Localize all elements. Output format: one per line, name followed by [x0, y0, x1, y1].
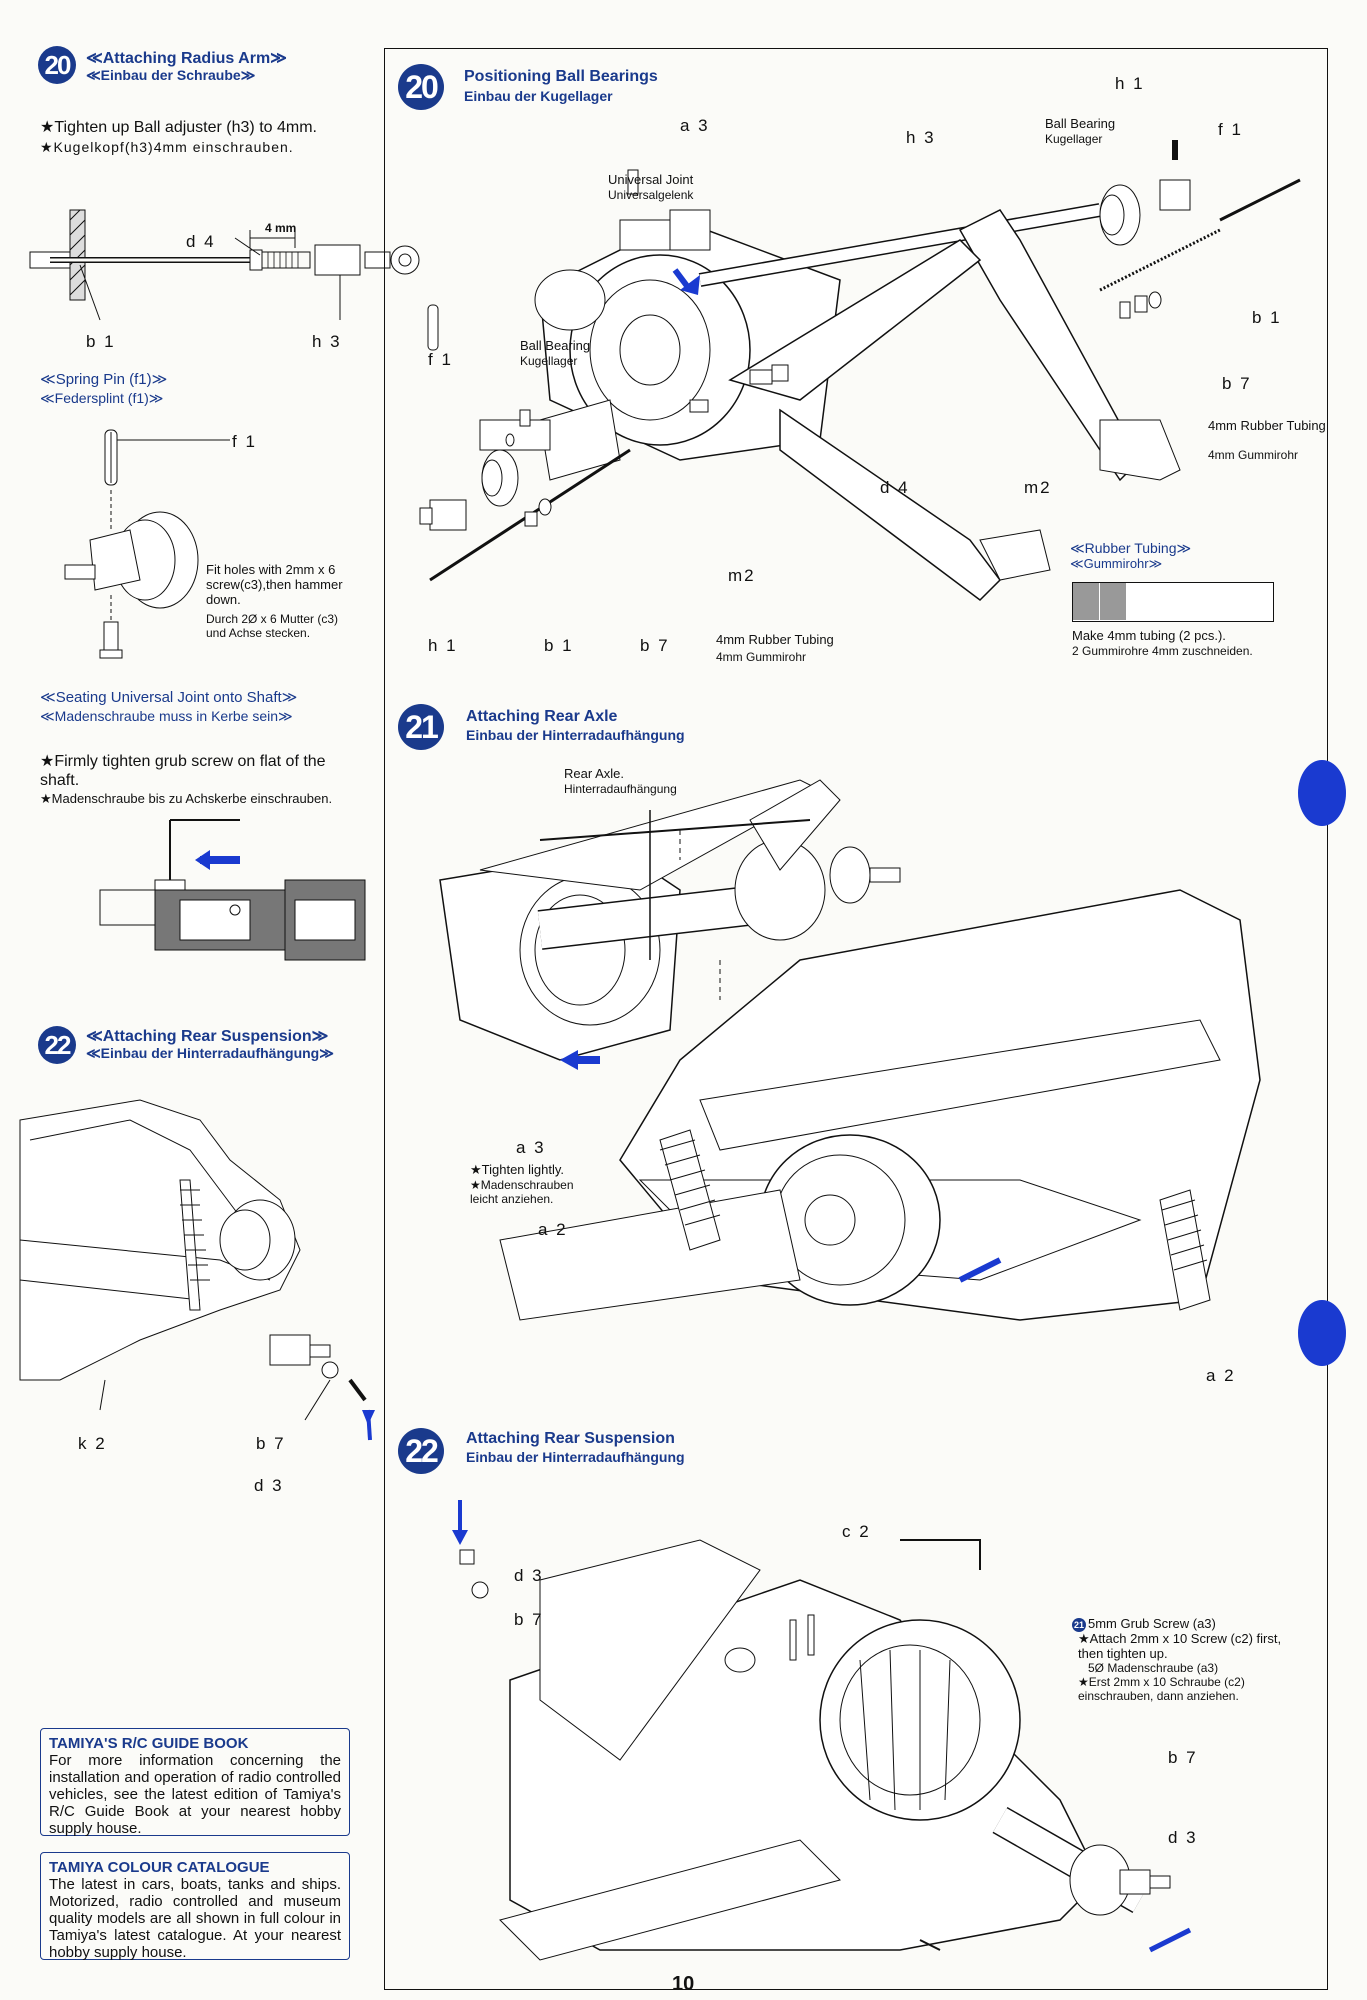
note-en-2: ★Attach 2mm x 10 Screw (c2) first, then … — [1078, 1631, 1282, 1661]
spring-pin-title-de: ≪Federsplint (f1)≫ — [40, 390, 164, 406]
rubber-tubing-caption-de: 2 Gummirohre 4mm zuschneiden. — [1072, 644, 1253, 658]
label-b7-right: b 7 — [1222, 374, 1252, 393]
label-b1: b 1 — [86, 332, 116, 351]
rear-suspension-assembly-diagram — [452, 1500, 1192, 1961]
grub-screw-note: 21 5mm Grub Screw (a3) ★Attach 2mm x 10 … — [1072, 1616, 1292, 1703]
rubber-tubing-label-right-en: 4mm Rubber Tubing — [1208, 418, 1326, 433]
guide-book-box: TAMIYA'S R/C GUIDE BOOK For more informa… — [40, 1728, 350, 1837]
step-20-badge: 20 — [38, 46, 76, 84]
rubber-tubing-label-bottom-en: 4mm Rubber Tubing — [716, 632, 834, 647]
note-de-1: 5Ø Madenschraube (a3) — [1088, 1661, 1219, 1675]
guide-book-body: For more information concerning the inst… — [49, 1752, 341, 1837]
label-b1-bottom: b 1 — [544, 636, 574, 655]
rear-axle-label-de: Hinterradaufhängung — [564, 782, 677, 796]
step-22-title-de-right: Einbau der Hinterradaufhängung — [466, 1449, 685, 1465]
step-20-title-de-right: Einbau der Kugellager — [464, 88, 613, 104]
ball-bearing-assembly-diagram — [419, 140, 1301, 601]
universal-joint-label-de: Universalgelenk — [608, 188, 694, 202]
seating-title-en: ≪Seating Universal Joint onto Shaft≫ — [40, 689, 298, 706]
label-h3: h 3 — [312, 332, 342, 351]
rubber-tubing-box-title-de: ≪Gummirohr≫ — [1070, 556, 1163, 571]
margin-marker-2 — [1298, 1300, 1346, 1366]
label-f1: f 1 — [232, 432, 257, 451]
spring-pin-note-de: Durch 2Ø x 6 Mutter (c3) und Achse steck… — [206, 612, 339, 640]
label-h1-left: h 1 — [428, 636, 458, 655]
seating-instruction-en: ★Firmly tighten grub screw on flat of th… — [40, 753, 326, 789]
label-b7-left: b 7 — [256, 1434, 286, 1453]
radius-arm-instruction-de: ★Kugelkopf(h3)4mm einschrauben. — [40, 139, 294, 155]
step-20-title-en-right: Positioning Ball Bearings — [464, 68, 658, 85]
tubing-piece-1 — [1073, 583, 1099, 620]
margin-marker-1 — [1298, 760, 1346, 826]
label-c2: c 2 — [842, 1522, 871, 1541]
label-d3-left: d 3 — [254, 1476, 284, 1495]
step-22-title-en-right: Attaching Rear Suspension — [466, 1430, 675, 1447]
rubber-tubing-label-bottom-de: 4mm Gummirohr — [716, 650, 807, 664]
label-m2-right: m2 — [1024, 478, 1052, 497]
label-k2: k 2 — [78, 1434, 107, 1453]
step-22-title-de-left: ≪Einbau der Hinterradaufhängung≫ — [86, 1045, 334, 1061]
rear-suspension-detail-diagram — [19, 1099, 375, 1441]
step-22-badge-right: 22 — [398, 1428, 444, 1474]
label-a3-step21: a 3 — [516, 1138, 546, 1157]
catalogue-title: TAMIYA COLOUR CATALOGUE — [49, 1859, 270, 1876]
label-b7-bottom: b 7 — [640, 636, 670, 655]
label-d4: d 4 — [186, 232, 216, 251]
step-22-badge-left: 22 — [38, 1026, 76, 1064]
note-step-badge: 21 — [1072, 1618, 1086, 1632]
dimension-label: 4 mm — [265, 221, 297, 235]
step-20-title-de: ≪Einbau der Schraube≫ — [86, 67, 256, 83]
tighten-lightly-en: ★Tighten lightly. — [470, 1162, 565, 1177]
tighten-lightly-de: ★Madenschrauben leicht anziehen. — [470, 1178, 574, 1206]
label-h1-top: h 1 — [1115, 74, 1145, 93]
label-b7-step22-left: b 7 — [514, 1610, 544, 1629]
label-d3-step22-left: d 3 — [514, 1566, 544, 1585]
step-20-badge-right: 20 — [398, 64, 444, 110]
label-b1-right: b 1 — [1252, 308, 1282, 327]
spring-pin-diagram — [64, 429, 230, 659]
label-f1-left: f 1 — [428, 350, 453, 369]
rubber-tubing-swatch — [1072, 582, 1274, 622]
grub-screw-diagram — [99, 819, 366, 961]
step-22-title-en-left: ≪Attaching Rear Suspension≫ — [86, 1028, 329, 1045]
radius-arm-diagram — [29, 209, 420, 321]
catalogue-box: TAMIYA COLOUR CATALOGUE The latest in ca… — [40, 1852, 350, 1961]
spring-pin-note-en: Fit holes with 2mm x 6 screw(c3),then ha… — [206, 562, 343, 607]
spring-pin-title-en: ≪Spring Pin (f1)≫ — [40, 371, 168, 388]
seating-instruction-de: ★Madenschraube bis zu Achskerbe einschra… — [40, 791, 333, 806]
step-21-title-en: Attaching Rear Axle — [466, 708, 618, 725]
label-a2-right-step21: a 2 — [1206, 1366, 1236, 1385]
ball-bearing-label-left-de: Kugellager — [520, 354, 578, 368]
label-d4-right: d 4 — [880, 478, 910, 497]
step-20-title-en: ≪Attaching Radius Arm≫ — [86, 50, 287, 67]
label-d3-step22-right: d 3 — [1168, 1828, 1198, 1847]
page-number: 10 — [672, 1973, 695, 1995]
label-m2-mid: m2 — [728, 566, 756, 585]
rear-axle-label-en: Rear Axle. — [564, 766, 624, 781]
radius-arm-instruction-en: ★Tighten up Ball adjuster (h3) to 4mm. — [40, 119, 317, 136]
step-21-badge: 21 — [398, 704, 444, 750]
ball-bearing-label-left-en: Ball Bearing — [520, 338, 591, 353]
label-b7-step22-right: b 7 — [1168, 1748, 1198, 1767]
ball-bearing-label-right-de: Kugellager — [1045, 132, 1103, 146]
catalogue-body: The latest in cars, boats, tanks and shi… — [49, 1876, 341, 1961]
note-de-2: ★Erst 2mm x 10 Schraube (c2) einschraube… — [1078, 1675, 1245, 1703]
guide-book-title: TAMIYA'S R/C GUIDE BOOK — [49, 1735, 249, 1752]
note-en-1: 5mm Grub Screw (a3) — [1088, 1616, 1216, 1631]
rubber-tubing-caption-en: Make 4mm tubing (2 pcs.). — [1072, 628, 1226, 643]
label-h3-top: h 3 — [906, 128, 936, 147]
rubber-tubing-box-title-en: ≪Rubber Tubing≫ — [1070, 540, 1192, 556]
label-a3-top: a 3 — [680, 116, 710, 135]
seating-title-de: ≪Madenschraube muss in Kerbe sein≫ — [40, 708, 293, 724]
step-21-title-de: Einbau der Hinterradaufhängung — [466, 727, 685, 743]
label-a2-step21: a 2 — [538, 1220, 568, 1239]
label-f1-top: f 1 — [1218, 120, 1243, 139]
ball-bearing-label-right-en: Ball Bearing — [1045, 116, 1116, 131]
tubing-piece-2 — [1100, 583, 1126, 620]
rear-axle-assembly-diagram — [439, 779, 1261, 1321]
rubber-tubing-label-right-de: 4mm Gummirohr — [1208, 448, 1299, 462]
main-panel-frame — [384, 48, 1328, 1990]
universal-joint-label-en: Universal Joint — [608, 172, 694, 187]
